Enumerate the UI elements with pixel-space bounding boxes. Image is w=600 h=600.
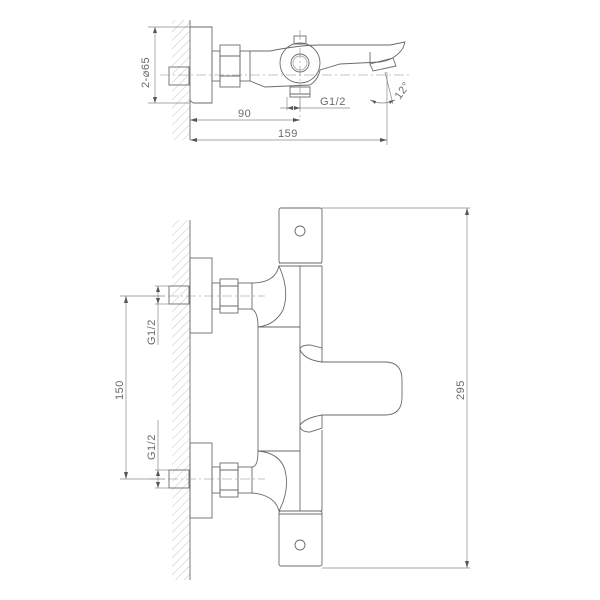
elbow-upper <box>251 264 287 328</box>
spout-front <box>299 344 403 433</box>
wall-hatch-front <box>172 220 190 580</box>
nut-lower <box>219 462 239 498</box>
label-outlet-thread: G1/2 <box>320 96 346 108</box>
front-view: 295 150 G1/2 G1/2 <box>114 207 470 580</box>
label-inlet-spacing: 150 <box>114 380 126 400</box>
label-projection-outlet: 90 <box>238 108 251 120</box>
escutcheon-top <box>190 26 213 104</box>
escutcheon-upper <box>189 257 213 334</box>
inlet-stub-upper <box>168 285 190 305</box>
elbow-lower <box>251 450 287 513</box>
spout-tip-top <box>369 57 397 72</box>
label-spacing-dia: 2-⌀65 <box>140 57 152 88</box>
top-view: 2-⌀65 G1/2 90 159 12° <box>140 20 413 145</box>
label-spout-angle: 12° <box>393 80 413 102</box>
nut-top <box>219 44 241 88</box>
label-inlet-thread-upper: G1/2 <box>146 319 158 345</box>
label-projection-total: 159 <box>278 128 298 140</box>
escutcheon-lower <box>189 442 213 519</box>
handle-bottom <box>278 510 323 567</box>
cap-screw-top <box>294 225 306 237</box>
label-overall-height: 295 <box>455 380 467 400</box>
wall-hatch-top <box>172 20 190 140</box>
cap-screw-bottom <box>294 539 306 551</box>
body-top <box>249 41 406 88</box>
handle-top <box>278 207 323 264</box>
label-inlet-thread-lower: G1/2 <box>146 434 158 460</box>
inlet-stub-top <box>168 66 190 86</box>
